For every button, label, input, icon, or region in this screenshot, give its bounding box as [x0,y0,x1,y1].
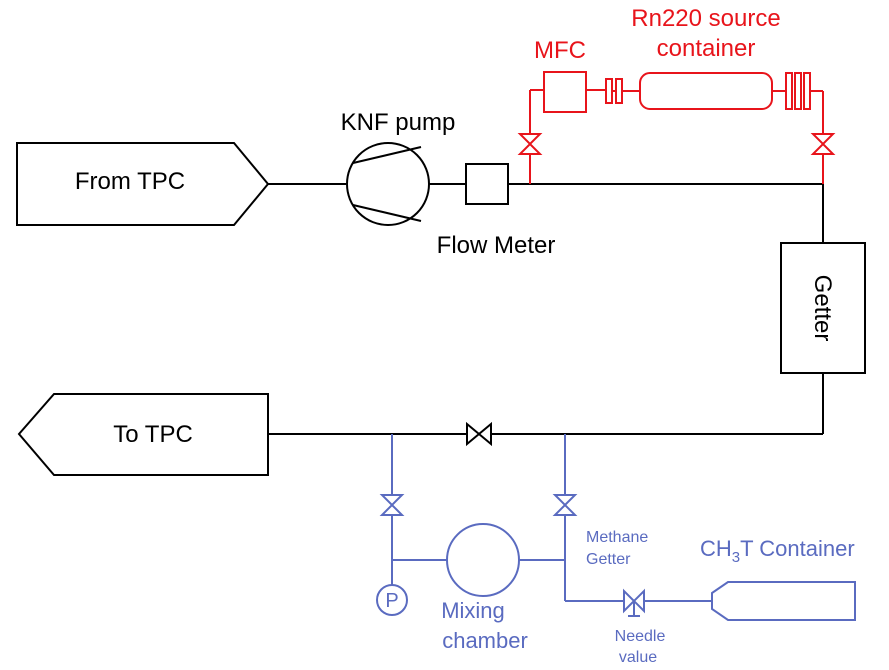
mixing-chamber-icon [446,523,520,597]
pressure-gauge-icon [376,584,408,616]
ch3t-container-label: CH3T Container [700,536,855,566]
left-source-valve-icon [517,133,543,155]
ch3t-container [711,581,856,621]
methane-getter-valve-icon [552,494,578,516]
rn-source-container [639,72,773,110]
flow-meter-box [465,163,509,205]
knf-pump-icon [346,142,430,226]
mfc-box [543,71,587,113]
mixing-chamber-label-1: Mixing [441,598,505,623]
knf-pump-label: KNF pump [341,109,456,136]
left-injection-valve-icon [379,494,405,516]
from-tpc-block [16,142,270,226]
rn-source-loop [517,71,836,184]
from-tpc-label: From TPC [75,168,185,195]
left-coupling-icon [605,78,623,104]
mfc-label: MFC [534,37,586,64]
rn-source-label-2: container [657,35,756,62]
main-circuit [16,142,866,476]
right-coupling-icon [785,72,811,110]
getter-label: Getter [809,275,836,342]
needle-valve-label-2: value [619,649,657,666]
methane-getter-label-1: Methane [586,529,648,546]
to-tpc-label: To TPC [113,421,193,448]
tritium-injection [376,434,856,621]
rn-source-label-1: Rn220 source [631,5,780,32]
methane-getter-label-2: Getter [586,551,631,568]
mixing-chamber-label-2: chamber [442,628,528,653]
flow-meter-label: Flow Meter [437,232,556,259]
needle-valve-icon [623,588,645,617]
to-tpc-block [17,393,269,476]
pressure-gauge-label: P [385,590,398,612]
right-source-valve-icon [810,133,836,155]
main-valve-icon [466,421,492,447]
needle-valve-label-1: Needle [615,628,666,645]
